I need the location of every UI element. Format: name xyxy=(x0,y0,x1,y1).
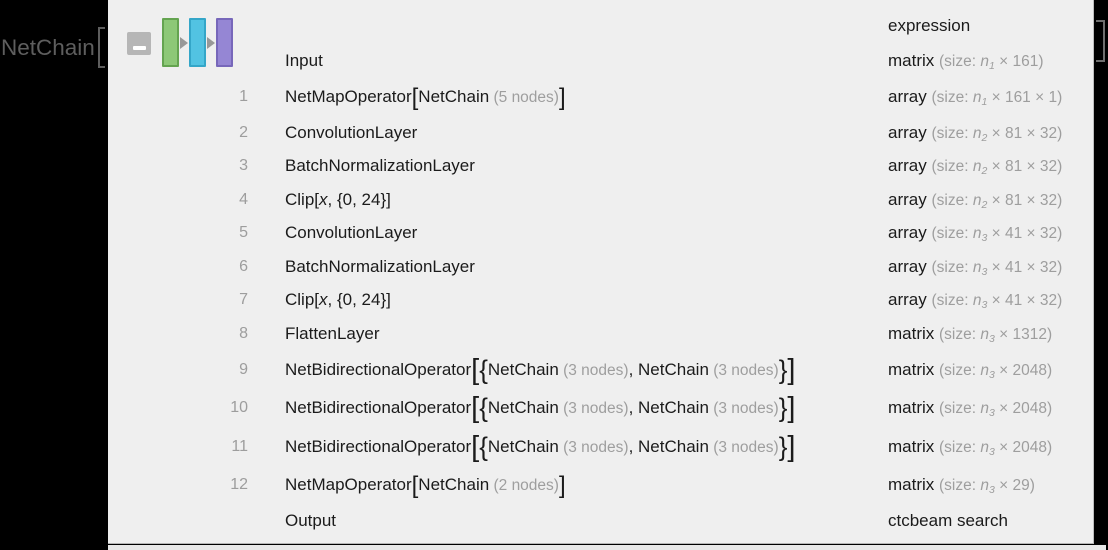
layer-label[interactable]: BatchNormalizationLayer xyxy=(285,256,475,276)
row-number: 6 xyxy=(239,257,248,275)
layer-bar-purple xyxy=(216,18,233,67)
table-row: 1 NetMapOperator[NetChain (5 nodes)] array… xyxy=(108,78,1094,117)
layer-label[interactable]: Input xyxy=(285,50,323,70)
table-header-row: expression xyxy=(108,8,1094,44)
table-row: 8 FlattenLayer matrix (size: n3 × 1312) xyxy=(108,317,1094,351)
layer-label[interactable]: NetBidirectionalOperator[{NetChain (3 no… xyxy=(285,430,796,463)
row-number: 5 xyxy=(239,224,248,242)
port-kind: matrix xyxy=(888,398,935,418)
row-number: 4 xyxy=(239,190,248,208)
table-row: Output ctcbeam search xyxy=(108,505,1094,539)
netchain-expression-prefix: NetChain xyxy=(1,27,105,68)
port-kind: matrix xyxy=(888,50,935,70)
arrow-right-icon xyxy=(180,37,188,49)
table-row: 3 BatchNormalizationLayer array (size: n2 … xyxy=(108,150,1094,184)
output-type: array (size: n2 × 81 × 32) xyxy=(888,156,1094,176)
output-type: matrix (size: n3 × 2048) xyxy=(888,360,1094,380)
row-number: 2 xyxy=(239,123,248,141)
layer-label[interactable]: BatchNormalizationLayer xyxy=(285,156,475,176)
port-size: (size: n3 × 41 × 32) xyxy=(931,292,1063,312)
port-size: (size: n1 × 161) xyxy=(939,52,1044,72)
port-kind: array xyxy=(888,256,927,276)
port-kind: matrix xyxy=(888,359,935,379)
port-kind: array xyxy=(888,290,927,310)
netchain-layers-icon xyxy=(108,0,248,80)
output-type: array (size: n3 × 41 × 32) xyxy=(888,257,1094,277)
row-number: 12 xyxy=(230,476,248,494)
row-number: 1 xyxy=(239,87,248,105)
layer-label[interactable]: NetMapOperator[NetChain (5 nodes)] xyxy=(285,83,566,111)
output-type: array (size: n2 × 81 × 32) xyxy=(888,123,1094,143)
table-row: Input matrix (size: n1 × 161) xyxy=(108,44,1094,78)
table-row: 2 ConvolutionLayer array (size: n2 × 81 × … xyxy=(108,116,1094,150)
port-size: (size: n3 × 41 × 32) xyxy=(931,258,1063,278)
layer-label[interactable]: ConvolutionLayer xyxy=(285,223,418,243)
port-kind: array xyxy=(888,122,927,142)
output-type: array (size: n2 × 81 × 32) xyxy=(888,190,1094,210)
table-row: 10 NetBidirectionalOperator[{NetChain (3 … xyxy=(108,389,1094,428)
layer-label[interactable]: Clip[x, {0, 24}] xyxy=(285,290,391,310)
layer-label[interactable]: NetBidirectionalOperator[{NetChain (3 no… xyxy=(285,392,796,425)
output-type: matrix (size: n3 × 2048) xyxy=(888,398,1094,418)
table-row: 12 NetMapOperator[NetChain (2 nodes)] matr… xyxy=(108,466,1094,505)
port-kind: ctcbeam search xyxy=(888,511,1008,531)
port-size: (size: n3 × 2048) xyxy=(939,400,1053,420)
output-type: array (size: n3 × 41 × 32) xyxy=(888,290,1094,310)
port-size: (size: n3 × 29) xyxy=(939,477,1035,497)
row-number: 8 xyxy=(239,324,248,342)
table-row: 6 BatchNormalizationLayer array (size: n3 … xyxy=(108,250,1094,284)
layer-bar-green xyxy=(162,18,179,67)
netchain-head-text: NetChain xyxy=(1,34,95,60)
table-row: 4 Clip[x, {0, 24}] array (size: n2 × 81 × … xyxy=(108,183,1094,217)
table-row: 5 ConvolutionLayer array (size: n3 × 41 × … xyxy=(108,217,1094,251)
port-kind: array xyxy=(888,189,927,209)
open-bracket-icon xyxy=(97,27,105,68)
row-number: 7 xyxy=(239,291,248,309)
port-size: (size: n3 × 2048) xyxy=(939,361,1053,381)
port-kind: matrix xyxy=(888,436,935,456)
port-kind: matrix xyxy=(888,475,935,495)
output-type: matrix (size: n3 × 29) xyxy=(888,475,1094,495)
arrow-right-icon xyxy=(207,37,215,49)
table-row: 9 NetBidirectionalOperator[{NetChain (3 n… xyxy=(108,351,1094,390)
table-row: 11 NetBidirectionalOperator[{NetChain (3 … xyxy=(108,428,1094,467)
output-type: array (size: n3 × 41 × 32) xyxy=(888,223,1094,243)
port-kind: array xyxy=(888,86,927,106)
row-number: 11 xyxy=(231,437,248,455)
minus-icon xyxy=(132,46,146,51)
layer-label[interactable]: ConvolutionLayer xyxy=(285,122,418,142)
port-kind: array xyxy=(888,156,927,176)
port-kind: matrix xyxy=(888,323,935,343)
layer-label[interactable]: Clip[x, {0, 24}] xyxy=(285,189,391,209)
port-size: (size: n2 × 81 × 32) xyxy=(931,124,1063,144)
port-size: (size: n2 × 81 × 32) xyxy=(931,191,1063,211)
port-size: (size: n2 × 81 × 32) xyxy=(931,158,1063,178)
collapse-button[interactable] xyxy=(127,32,151,55)
port-size: (size: n3 × 2048) xyxy=(939,438,1053,458)
header-expression-label: expression xyxy=(888,16,971,35)
table-row: 7 Clip[x, {0, 24}] array (size: n3 × 41 × … xyxy=(108,284,1094,318)
layer-label[interactable]: NetBidirectionalOperator[{NetChain (3 no… xyxy=(285,353,796,386)
row-number: 10 xyxy=(230,399,248,417)
output-type: array (size: n1 × 161 × 1) xyxy=(888,87,1094,107)
port-size: (size: n3 × 41 × 32) xyxy=(931,225,1063,245)
row-number: 3 xyxy=(239,157,248,175)
port-size: (size: n1 × 161 × 1) xyxy=(931,88,1063,108)
layer-bar-blue xyxy=(189,18,206,67)
port-size: (size: n3 × 1312) xyxy=(939,325,1053,345)
layer-label[interactable]: FlattenLayer xyxy=(285,323,380,343)
close-bracket-icon xyxy=(1096,20,1105,62)
output-type: matrix (size: n1 × 161) xyxy=(888,51,1094,71)
cell-bottom-strip xyxy=(108,545,1106,550)
layer-label[interactable]: NetMapOperator[NetChain (2 nodes)] xyxy=(285,472,566,500)
output-type: matrix (size: n3 × 1312) xyxy=(888,324,1094,344)
layer-label[interactable]: Output xyxy=(285,511,337,531)
row-number: 9 xyxy=(239,360,248,378)
port-kind: array xyxy=(888,223,927,243)
output-type: matrix (size: n3 × 2048) xyxy=(888,437,1094,457)
output-type: ctcbeam search xyxy=(888,511,1094,531)
